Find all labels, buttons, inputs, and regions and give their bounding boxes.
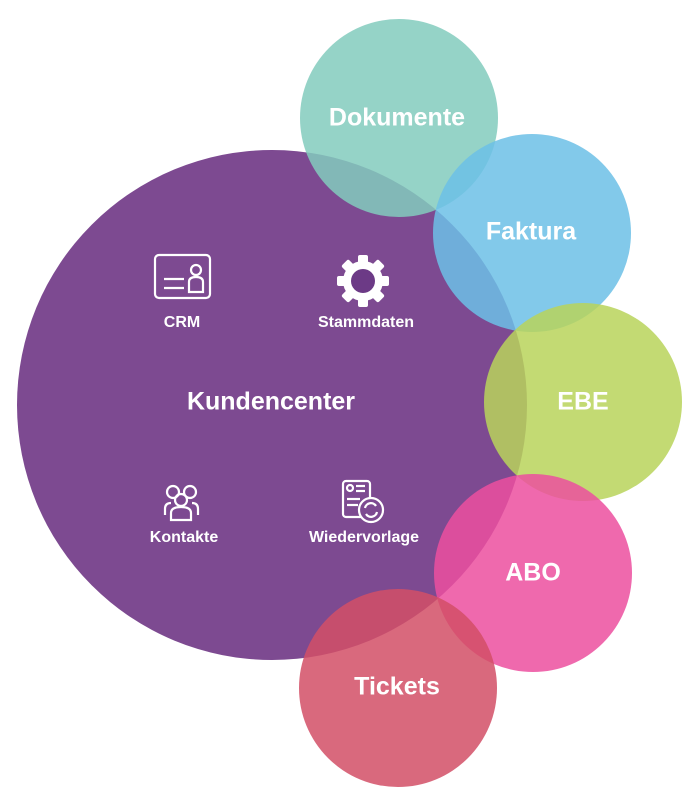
document-refresh-icon (341, 479, 385, 524)
id-card-icon (153, 253, 212, 300)
kontakte-label: Kontakte (150, 529, 219, 546)
kundencenter-circle (17, 150, 527, 660)
abo-circle (434, 474, 632, 672)
wiedervorlage-label: Wiedervorlage (309, 529, 419, 546)
abo-label: ABO (505, 559, 561, 587)
dokumente-circle (300, 19, 498, 217)
stammdaten-label: Stammdaten (318, 314, 414, 331)
tickets-circle (299, 589, 497, 787)
kundencenter-label: Kundencenter (187, 388, 355, 416)
faktura-circle (433, 134, 631, 332)
crm-label: CRM (164, 314, 200, 331)
ebe-label: EBE (557, 388, 608, 416)
gear-icon (337, 255, 389, 307)
ebe-circle (484, 303, 682, 501)
dokumente-label: Dokumente (329, 104, 465, 132)
tickets-label: Tickets (354, 673, 440, 701)
faktura-label: Faktura (486, 218, 577, 246)
people-group-icon (163, 484, 200, 522)
